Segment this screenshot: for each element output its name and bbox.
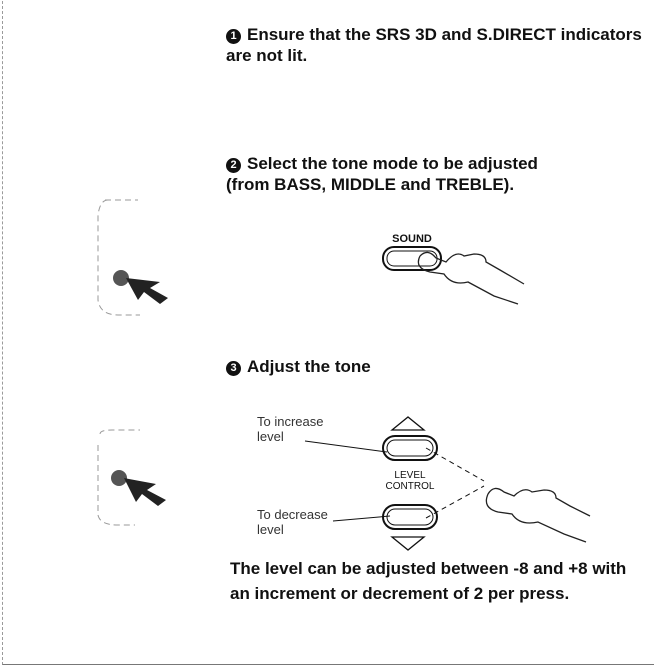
increase-leader-line <box>304 440 388 453</box>
remote-sketch-2 <box>97 429 140 526</box>
step-2-text: Select the tone mode to be adjusted (fro… <box>226 154 538 194</box>
step-1-number: 1 <box>226 29 241 44</box>
level-range-note: The level can be adjusted between -8 and… <box>230 559 627 603</box>
dashed-line-down <box>425 485 485 519</box>
increase-label-line2: level <box>257 429 284 444</box>
level-up-button <box>382 435 438 461</box>
level-label-line2: CONTROL <box>385 481 435 492</box>
increase-label: To increase level <box>257 414 323 444</box>
step-3: 3 Adjust the tone <box>226 356 586 377</box>
decrease-label: To decrease level <box>257 507 328 537</box>
step-3-text: Adjust the tone <box>247 357 371 376</box>
level-control-label: LEVEL CONTROL <box>378 470 442 492</box>
hand-icon-level <box>485 487 591 543</box>
sound-button <box>382 246 442 271</box>
step-3-number: 3 <box>226 361 241 376</box>
remote-sketch-1 <box>97 199 140 316</box>
level-down-arrow-icon <box>390 536 426 551</box>
step-1-text: Ensure that the SRS 3D and S.DIRECT indi… <box>226 25 642 65</box>
decrease-label-line2: level <box>257 522 284 537</box>
dashed-line-up <box>425 447 485 482</box>
level-up-arrow-icon <box>390 416 426 431</box>
decrease-leader-line <box>332 515 391 522</box>
level-label-line1: LEVEL <box>394 470 426 481</box>
sound-button-label: SOUND <box>392 233 432 245</box>
increase-label-line1: To increase <box>257 414 324 429</box>
level-down-button <box>382 504 438 530</box>
remote-press-hand-icon-2 <box>111 470 166 506</box>
hand-icon-sound <box>417 251 525 305</box>
remote-press-hand-icon-1 <box>113 270 168 304</box>
decrease-label-line1: To decrease <box>257 507 328 522</box>
step-2-number: 2 <box>226 158 241 173</box>
